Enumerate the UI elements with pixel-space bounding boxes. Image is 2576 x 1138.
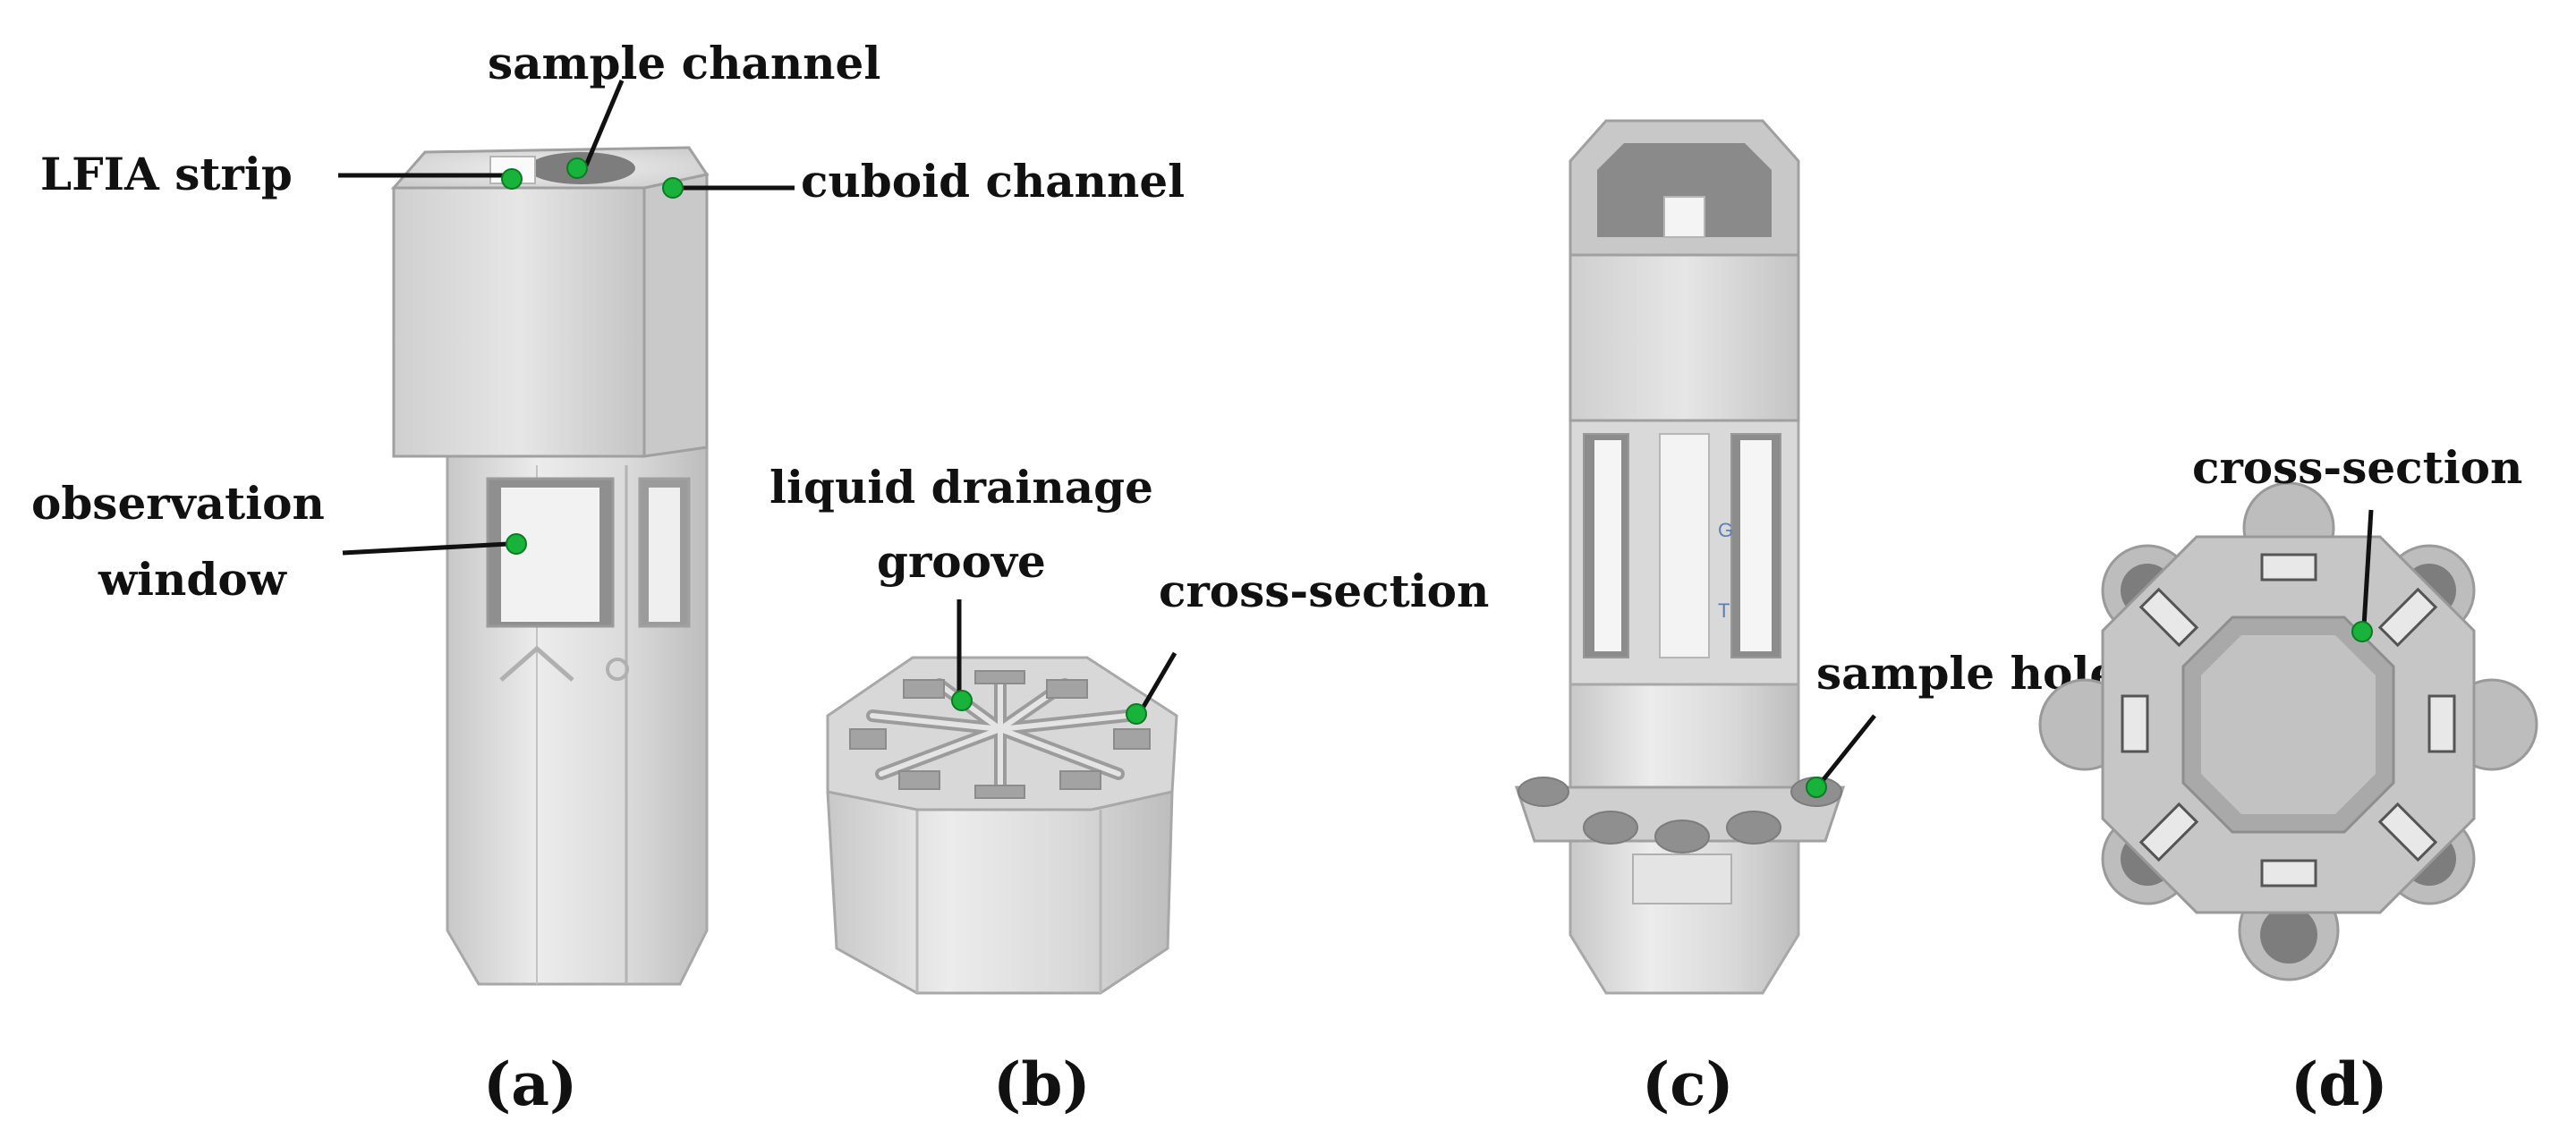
label-liquid-drainage-line1: liquid drainage <box>769 461 1153 514</box>
svg-text:G: G <box>1718 519 1733 541</box>
panel-a: sample channel LFIA strip cuboid channel… <box>31 37 1185 1119</box>
panel-d-device-illustration <box>2038 481 2538 981</box>
caption-a: (a) <box>483 1049 577 1119</box>
caption-b: (b) <box>993 1049 1091 1119</box>
marker-observation-window <box>506 533 527 555</box>
marker-cross-section-b <box>1126 703 1147 725</box>
panel-c: G T sample hole (c) <box>1514 119 2118 1119</box>
label-cuboid-channel: cuboid channel <box>801 155 1185 208</box>
label-liquid-drainage-line2: groove <box>877 535 1046 588</box>
marker-liquid-drainage-groove <box>951 690 973 711</box>
label-observation-window-line2: window <box>98 553 288 606</box>
label-observation-window-line1: observation <box>31 477 325 530</box>
label-cross-section-b: cross-section <box>1159 565 1489 617</box>
panel-a-device-illustration <box>390 146 710 986</box>
svg-text:T: T <box>1718 599 1730 622</box>
label-sample-channel: sample channel <box>488 37 880 89</box>
caption-c: (c) <box>1642 1049 1734 1119</box>
marker-sample-channel <box>566 157 588 179</box>
panel-d-annotations <box>2351 509 2374 642</box>
panel-a-annotations <box>338 80 795 556</box>
marker-lfia-strip <box>501 168 523 190</box>
marker-cuboid-channel <box>662 177 684 199</box>
label-lfia-strip: LFIA strip <box>40 148 293 200</box>
panel-c-annotations <box>1806 714 1876 798</box>
marker-sample-hole <box>1806 777 1827 798</box>
panel-b-annotations <box>951 599 1177 725</box>
panel-d: cross-section (d) <box>2038 441 2538 1119</box>
panel-b: liquid drainage groove cross-section (b) <box>769 461 1489 1119</box>
marker-cross-section-d <box>2351 621 2373 642</box>
panel-c-device-illustration: G T <box>1514 119 1846 995</box>
caption-d: (d) <box>2291 1049 2388 1119</box>
label-cross-section-d: cross-section <box>2192 441 2522 494</box>
panel-b-device-illustration <box>826 656 1178 995</box>
